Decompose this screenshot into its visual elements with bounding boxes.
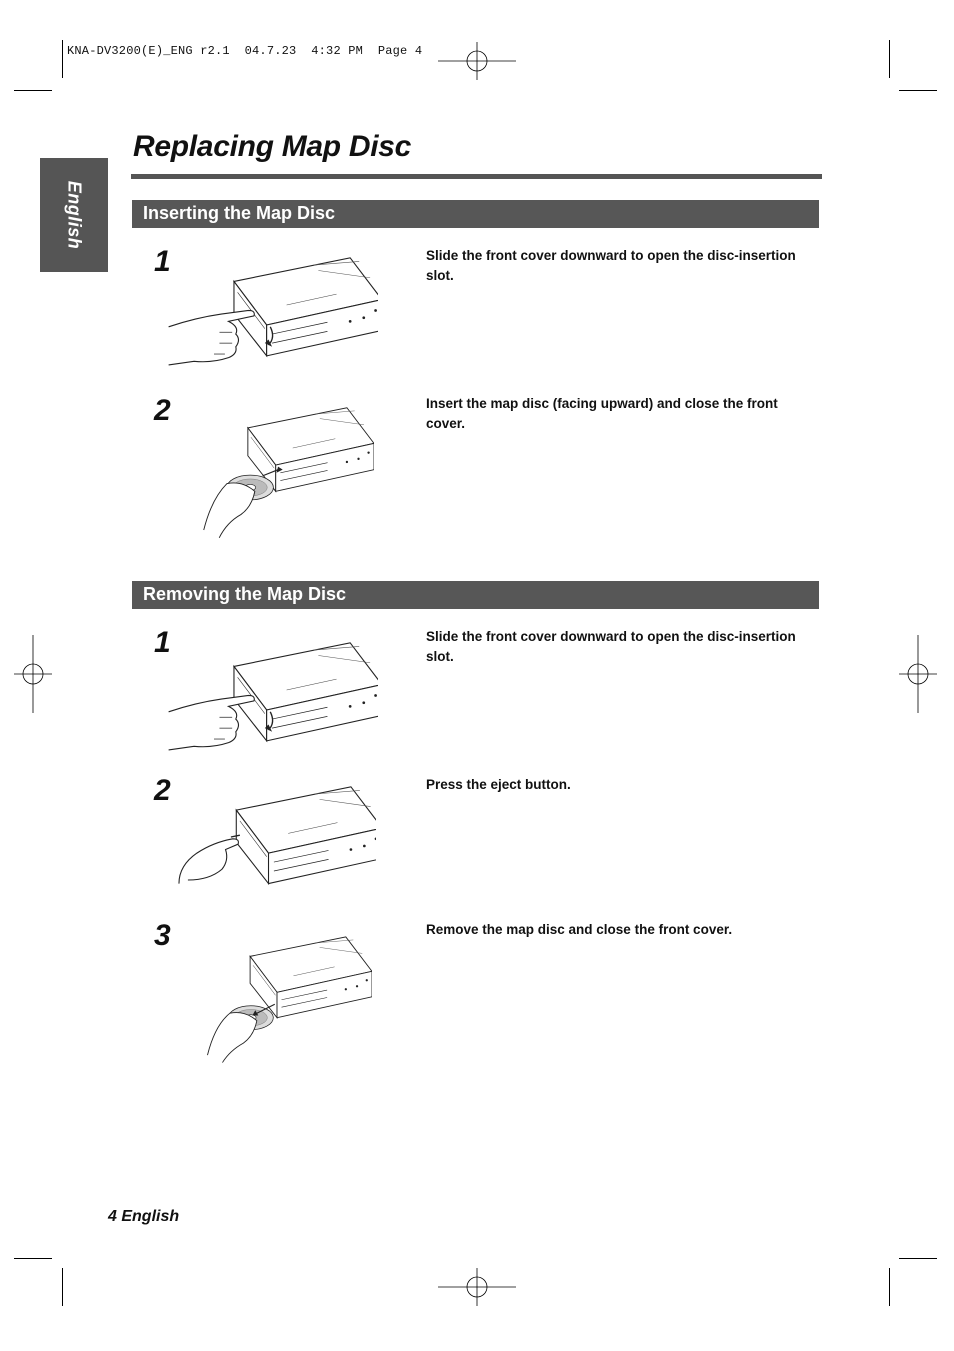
title-divider xyxy=(131,174,822,179)
section-header-inserting: Inserting the Map Disc xyxy=(132,200,819,228)
crop-mark xyxy=(62,40,63,78)
crop-mark xyxy=(889,40,890,78)
step-instruction: Insert the map disc (facing upward) and … xyxy=(426,396,778,431)
crop-mark xyxy=(62,1268,63,1306)
step-number: 3 xyxy=(154,919,171,952)
page-number-footer: 4 English xyxy=(108,1208,180,1225)
illustration-hand-inserting-disc xyxy=(203,407,374,538)
illustration-hand-removing-disc xyxy=(207,936,372,1063)
print-slug: KNA-DV3200(E)_ENG r2.1 04.7.23 4:32 PM P… xyxy=(67,44,423,58)
step-number: 1 xyxy=(154,626,171,659)
step-instruction: Slide the front cover downward to open t… xyxy=(426,248,796,283)
step-number: 1 xyxy=(154,245,171,278)
crop-mark xyxy=(14,90,52,91)
step-instruction: Remove the map disc and close the front … xyxy=(426,922,733,937)
crop-mark xyxy=(899,90,937,91)
section-title: Inserting the Map Disc xyxy=(143,203,336,223)
step-number: 2 xyxy=(154,774,171,807)
crop-mark xyxy=(899,1258,937,1259)
registration-mark-icon xyxy=(438,42,516,80)
illustration-hand-opening-cover xyxy=(168,642,378,751)
registration-mark-icon xyxy=(438,1268,516,1306)
section-header-removing: Removing the Map Disc xyxy=(132,581,819,609)
language-side-tab: English xyxy=(40,158,108,272)
illustration-hand-opening-cover xyxy=(168,257,378,366)
registration-mark-icon xyxy=(899,635,937,713)
language-tab-label: English xyxy=(64,180,85,250)
illustration-hand-pressing-eject xyxy=(178,786,376,885)
section-title: Removing the Map Disc xyxy=(143,584,347,604)
registration-mark-icon xyxy=(14,635,52,713)
page-title: Replacing Map Disc xyxy=(133,130,412,163)
crop-mark xyxy=(14,1258,52,1259)
step-instruction: Slide the front cover downward to open t… xyxy=(426,629,796,664)
step-instruction: Press the eject button. xyxy=(426,777,571,792)
crop-mark xyxy=(889,1268,890,1306)
step-number: 2 xyxy=(154,394,171,427)
